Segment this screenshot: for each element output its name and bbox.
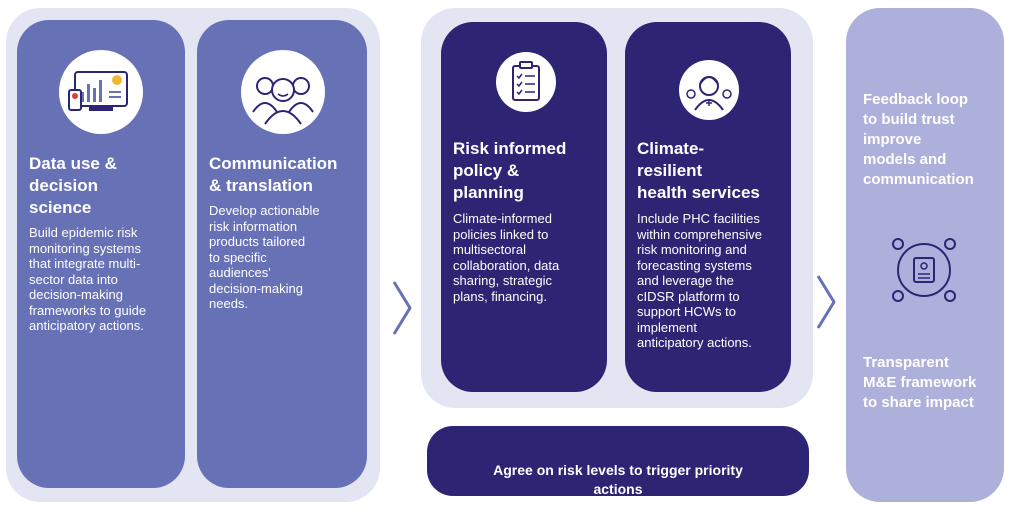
card-title: Risk informed policy & planning bbox=[453, 139, 567, 202]
dashboard-monitor-icon bbox=[59, 50, 143, 134]
card-title: Climate- resilient health services bbox=[637, 139, 760, 202]
trigger-actions-pill: Agree on risk levels to trigger priority… bbox=[427, 426, 809, 497]
card-body: Climate-informed policies linked to mult… bbox=[453, 211, 560, 304]
card-climate-resilient: Climate- resilient health services Inclu… bbox=[625, 22, 791, 392]
team-document-cycle-icon bbox=[892, 238, 956, 302]
card-body: Build epidemic risk monitoring systems t… bbox=[29, 225, 147, 333]
card-communication: Communication & translation Develop acti… bbox=[197, 20, 367, 488]
feedback-panel: Feedback loop to build trust improve mod… bbox=[846, 8, 1004, 502]
clipboard-checklist-icon bbox=[496, 52, 556, 112]
people-group-icon bbox=[241, 50, 325, 134]
card-body: Include PHC facilities within comprehens… bbox=[637, 211, 763, 350]
card-title: Data use & decision science bbox=[29, 154, 117, 217]
pill-text: Agree on risk levels to trigger priority… bbox=[493, 462, 743, 497]
card-body: Develop actionable risk information prod… bbox=[209, 203, 320, 311]
chevron-right-icon bbox=[816, 275, 836, 329]
health-worker-icon bbox=[679, 60, 739, 120]
transparent-me-text: Transparent M&E framework to share impac… bbox=[863, 354, 977, 411]
card-risk-policy: Risk informed policy & planning Climate-… bbox=[441, 22, 607, 392]
card-data-use: Data use & decision science Build epidem… bbox=[17, 20, 185, 488]
feedback-loop-text: Feedback loop to build trust improve mod… bbox=[863, 91, 974, 188]
card-title: Communication & translation bbox=[209, 154, 338, 195]
chevron-right-icon bbox=[392, 281, 412, 335]
